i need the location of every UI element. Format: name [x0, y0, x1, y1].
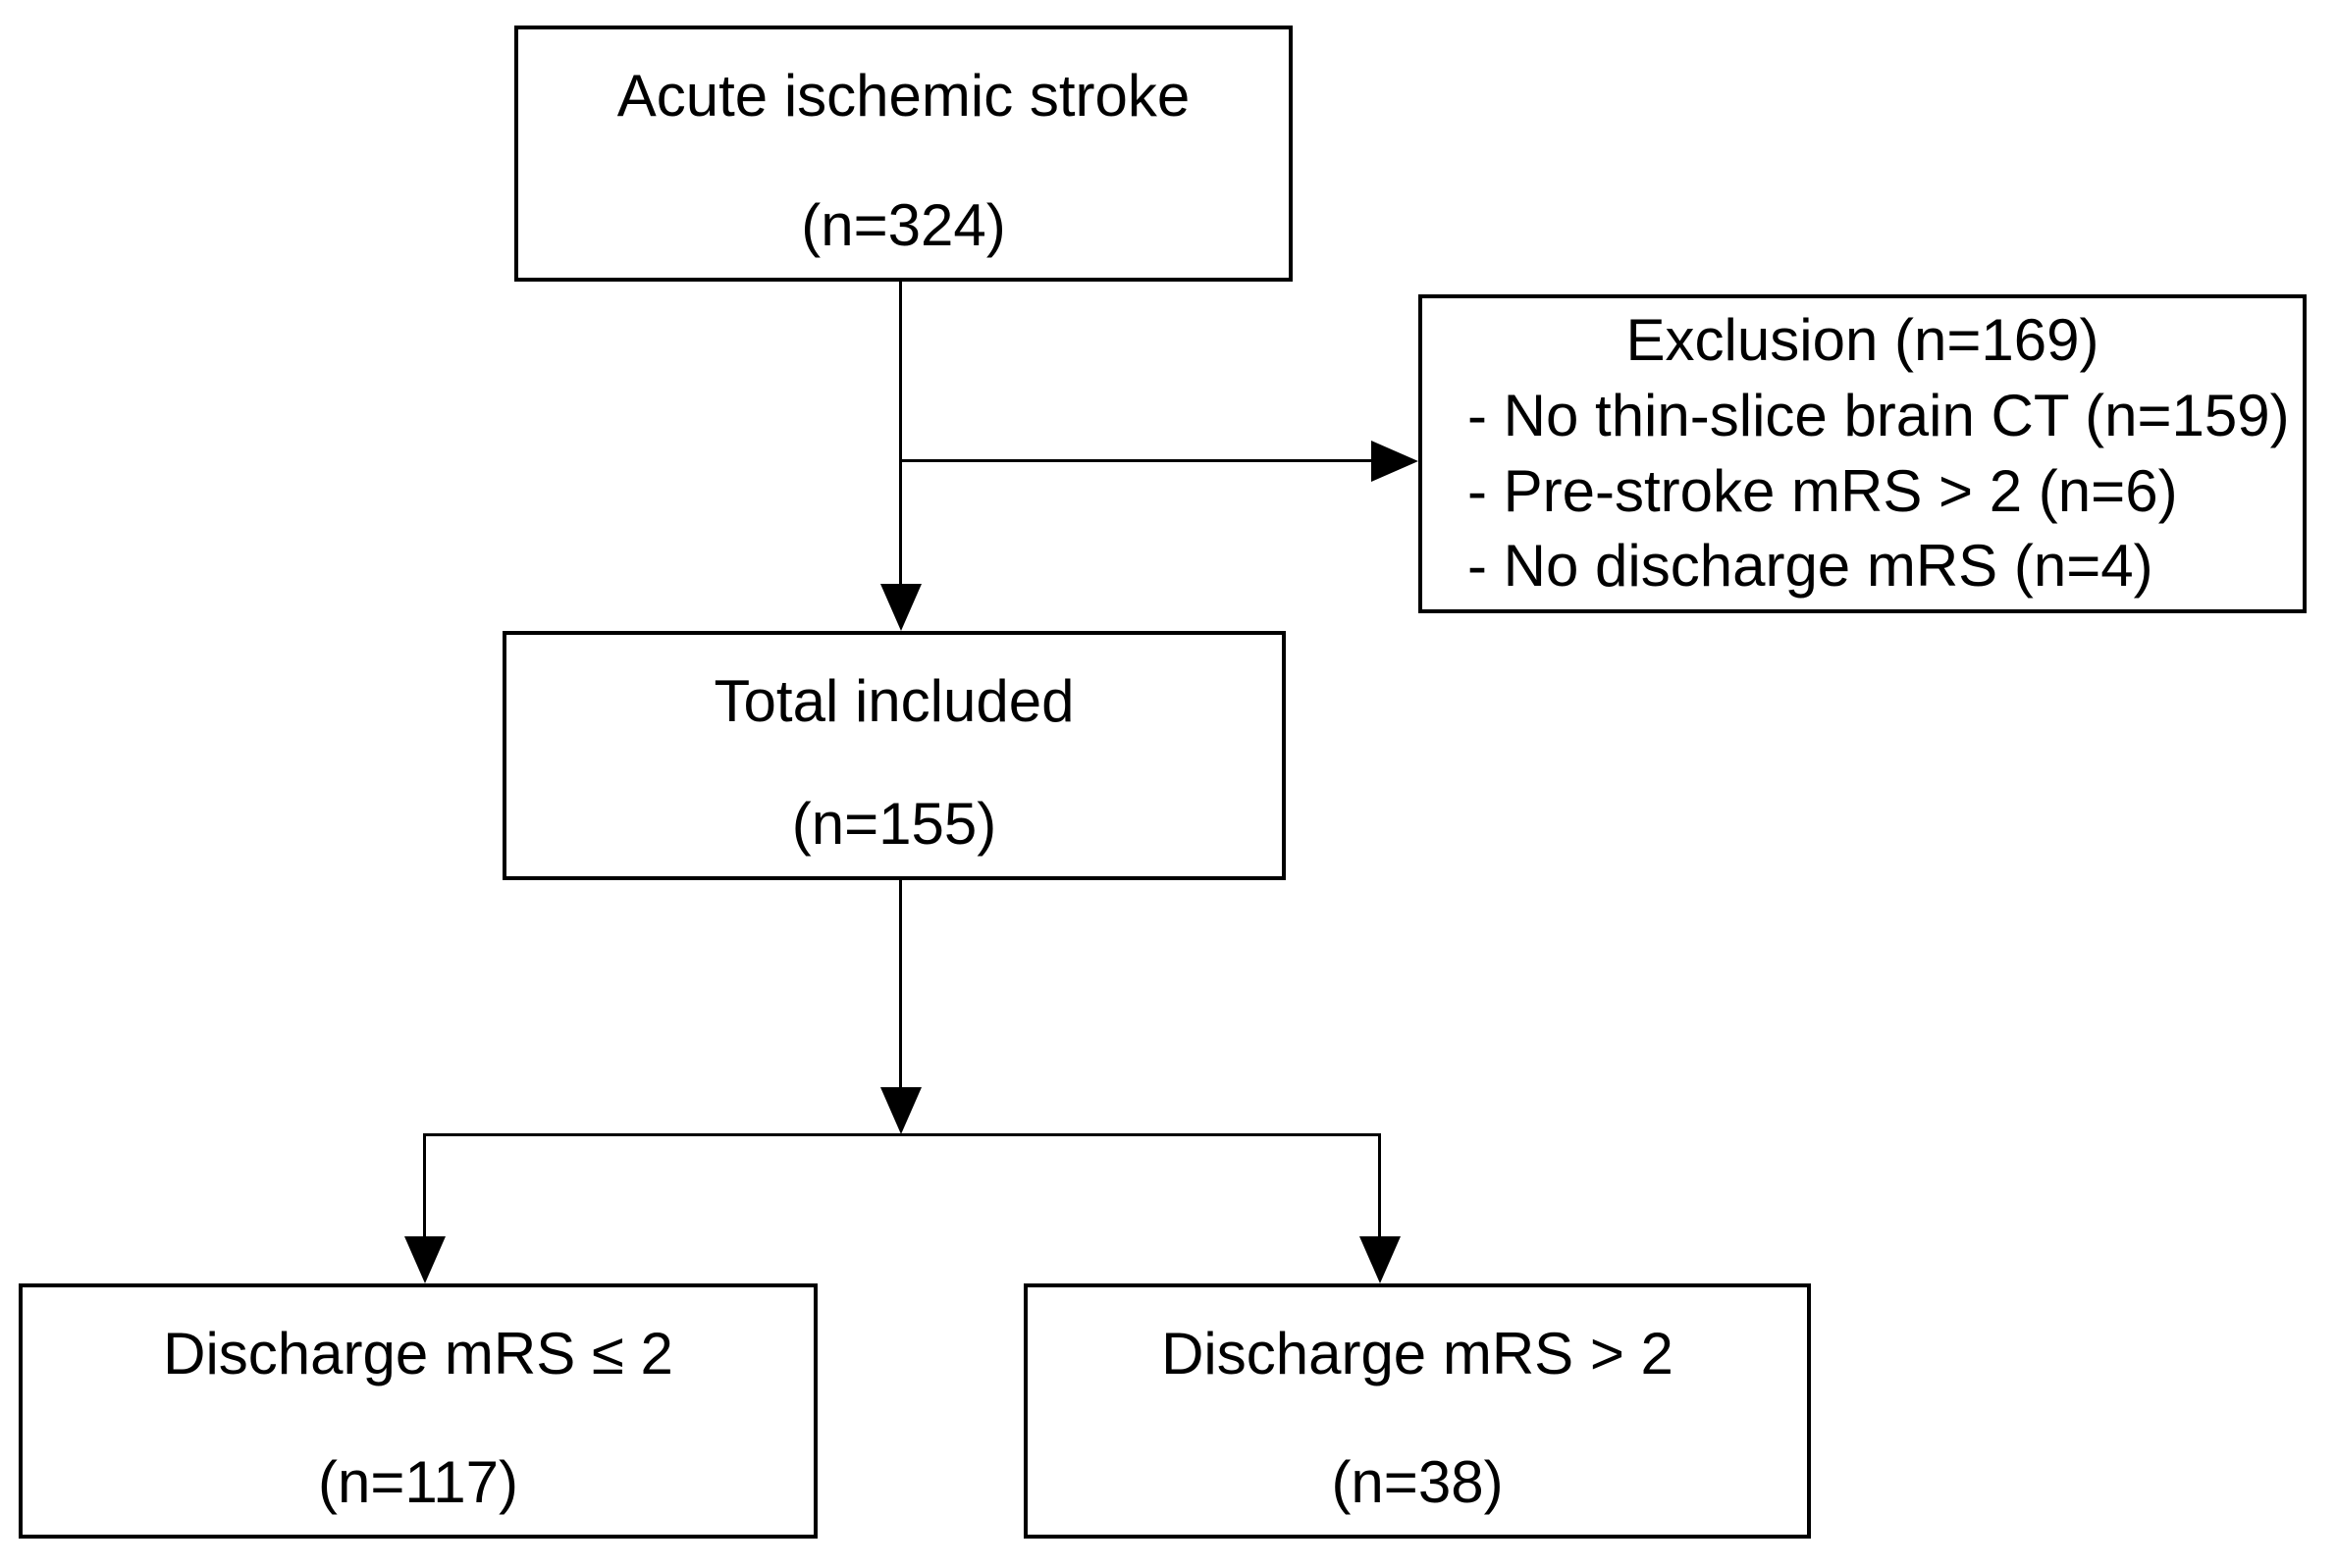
node-acute-ischemic-stroke: Acute ischemic stroke (n=324) — [514, 26, 1293, 282]
node-count: (n=117) — [317, 1449, 519, 1515]
arrowhead-into-total-included — [880, 584, 922, 631]
node-exclusion: Exclusion (n=169) - No thin-slice brain … — [1418, 294, 2307, 613]
node-label: Discharge mRS ≤ 2 — [163, 1321, 673, 1386]
connector-drop-right — [1378, 1133, 1381, 1239]
node-count: (n=324) — [801, 192, 1006, 258]
exclusion-item: - Pre-stroke mRS > 2 (n=6) — [1467, 457, 2178, 524]
node-discharge-mrs-le-2: Discharge mRS ≤ 2 (n=117) — [19, 1283, 818, 1539]
connector-acute-to-total — [899, 282, 902, 584]
node-total-included: Total included (n=155) — [503, 631, 1286, 880]
exclusion-item: - No discharge mRS (n=4) — [1467, 533, 2153, 600]
connector-split-horizontal — [423, 1133, 1381, 1136]
arrowhead-onto-split-bar — [880, 1087, 922, 1134]
connector-branch-to-exclusion — [900, 459, 1371, 462]
exclusion-title: Exclusion (n=169) — [1625, 306, 2099, 373]
node-label: Discharge mRS > 2 — [1161, 1321, 1673, 1386]
node-discharge-mrs-gt-2: Discharge mRS > 2 (n=38) — [1024, 1283, 1811, 1539]
node-count: (n=155) — [791, 791, 997, 857]
node-label: Acute ischemic stroke — [616, 63, 1191, 129]
connector-drop-left — [423, 1133, 426, 1239]
exclusion-item: - No thin-slice brain CT (n=159) — [1467, 382, 2290, 448]
node-label: Total included — [714, 668, 1075, 734]
arrowhead-into-mrs-le-2 — [404, 1236, 446, 1283]
arrowhead-into-mrs-gt-2 — [1359, 1236, 1401, 1283]
node-count: (n=38) — [1331, 1449, 1504, 1515]
arrowhead-into-exclusion — [1371, 441, 1418, 482]
connector-total-to-split — [899, 880, 902, 1089]
